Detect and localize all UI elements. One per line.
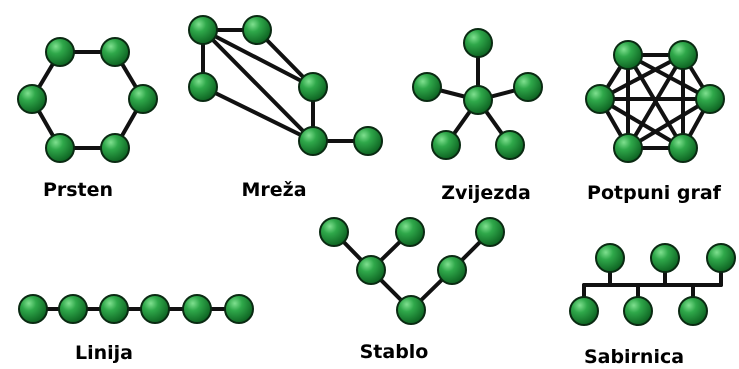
star-node (463, 28, 493, 58)
label-ring: Prsten (43, 179, 113, 201)
full-edge (626, 53, 685, 150)
ring-node (100, 37, 130, 67)
full-node (613, 133, 643, 163)
full-nodes (585, 40, 725, 163)
topology-full-graph: Potpuni graf (585, 40, 725, 204)
topology-ring: Prsten (17, 37, 158, 201)
mesh-edge (201, 85, 315, 143)
tree-node (395, 217, 425, 247)
ring-node (128, 84, 158, 114)
line-node (140, 294, 170, 324)
full-node (695, 84, 725, 114)
mesh-node (298, 126, 328, 156)
tree-nodes (319, 217, 505, 325)
mesh-edge (201, 28, 315, 143)
ring-edges (30, 50, 145, 150)
mesh-edge (201, 28, 315, 89)
topology-star: Zvijezda (412, 28, 543, 204)
topology-tree: Stablo (319, 217, 505, 363)
ring-node (45, 133, 75, 163)
mesh-node (188, 15, 218, 45)
mesh-node (188, 72, 218, 102)
mesh-edges (201, 28, 370, 143)
bus-node (706, 243, 736, 273)
label-full-graph: Potpuni graf (587, 182, 722, 204)
ring-node (100, 133, 130, 163)
star-node (513, 72, 543, 102)
line-node (224, 294, 254, 324)
full-edge (598, 97, 685, 150)
ring-node (17, 84, 47, 114)
bus-node (595, 243, 625, 273)
tree-node (396, 295, 426, 325)
bus-nodes (569, 243, 736, 326)
full-node (668, 40, 698, 70)
line-node (58, 294, 88, 324)
mesh-node (242, 15, 272, 45)
topology-mesh: Mreža (188, 15, 383, 201)
label-star: Zvijezda (441, 182, 531, 204)
full-edge (598, 53, 685, 101)
tree-node (356, 255, 386, 285)
bus-node (678, 296, 708, 326)
tree-node (319, 217, 349, 247)
full-edges (598, 53, 712, 150)
tree-node (475, 217, 505, 247)
line-nodes (18, 294, 254, 324)
label-mesh: Mreža (241, 179, 306, 201)
label-bus: Sabirnica (584, 346, 684, 368)
label-line: Linija (75, 342, 133, 364)
mesh-nodes (188, 15, 383, 156)
ring-node (45, 37, 75, 67)
line-node (18, 294, 48, 324)
line-node (99, 294, 129, 324)
tree-node (437, 255, 467, 285)
full-node (585, 84, 615, 114)
full-node (613, 40, 643, 70)
topology-bus: Sabirnica (569, 243, 736, 368)
bus-node (650, 243, 680, 273)
full-edge (626, 97, 712, 150)
line-node (182, 294, 212, 324)
bus-node (623, 296, 653, 326)
ring-nodes (17, 37, 158, 163)
star-node (495, 130, 525, 160)
topology-line: Linija (18, 294, 254, 364)
star-nodes (412, 28, 543, 160)
bus-node (569, 296, 599, 326)
star-node (463, 85, 493, 115)
label-tree: Stablo (360, 341, 429, 363)
mesh-node (353, 126, 383, 156)
star-node (412, 72, 442, 102)
mesh-node (298, 72, 328, 102)
full-node (668, 133, 698, 163)
star-node (431, 130, 461, 160)
